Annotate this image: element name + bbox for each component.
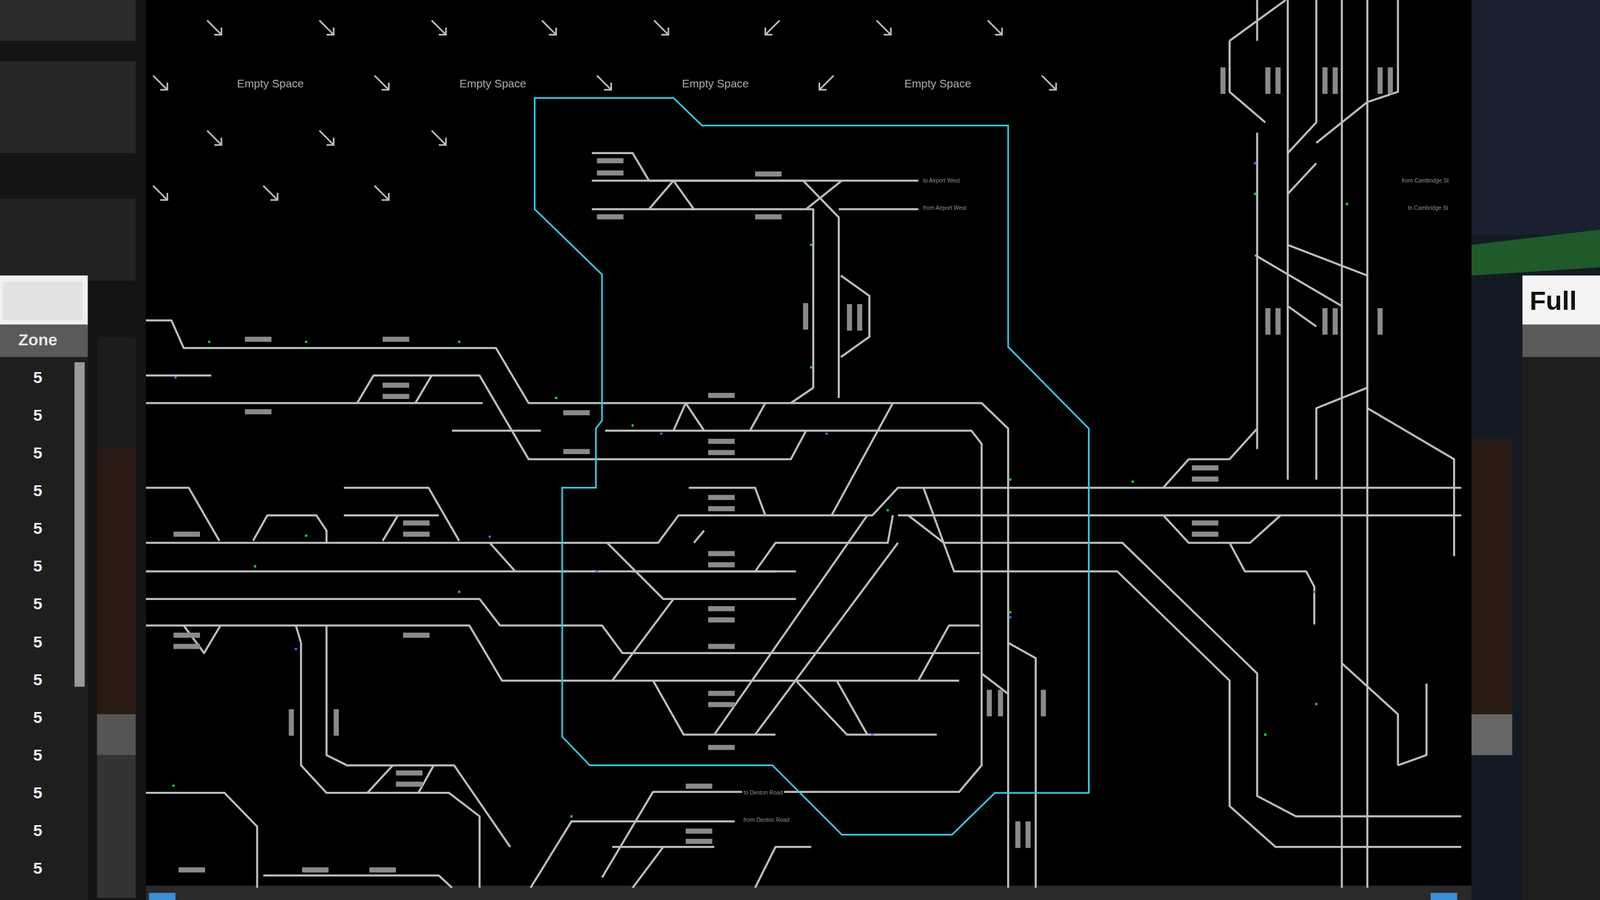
zone-number: 5 [33, 595, 43, 614]
zone-number: 5 [33, 859, 43, 878]
zone-boundary [534, 97, 1089, 835]
map-note: Empty Space [457, 77, 528, 91]
tracks [145, 0, 1462, 888]
panel-heading: Full [1529, 286, 1577, 316]
platforms [173, 67, 1393, 873]
signals [172, 192, 1349, 818]
line-end-label: to Denton Road [742, 789, 785, 797]
line-end-label: from Denton Road [742, 816, 792, 825]
line-end-label: from Cambridge St [1400, 177, 1451, 185]
zone-number: 5 [33, 821, 43, 840]
zone-number: 5 [33, 670, 43, 689]
line-end-label: to Cambridge St [1406, 204, 1450, 212]
column-heading: Zone [18, 330, 57, 349]
map-note: Empty Space [902, 77, 973, 91]
zone-number: 5 [33, 406, 43, 425]
zone-number: 5 [33, 708, 43, 727]
empty-space-arrows [153, 20, 1057, 200]
signals-blue [174, 161, 1316, 737]
line-end-label: to Airport West [921, 177, 962, 185]
line-end-label: from Airport West [921, 204, 968, 212]
zone-number: 5 [33, 368, 43, 387]
zone-number: 5 [33, 745, 43, 764]
map-note: Empty Space [235, 77, 306, 91]
zone-number: 5 [33, 519, 43, 538]
zone-number: 5 [33, 557, 43, 576]
map-note: Empty Space [680, 77, 751, 91]
zone-number: 5 [33, 632, 43, 651]
zone-number: 5 [33, 444, 43, 463]
zone-number: 5 [33, 481, 43, 500]
zone-number: 5 [33, 783, 43, 802]
